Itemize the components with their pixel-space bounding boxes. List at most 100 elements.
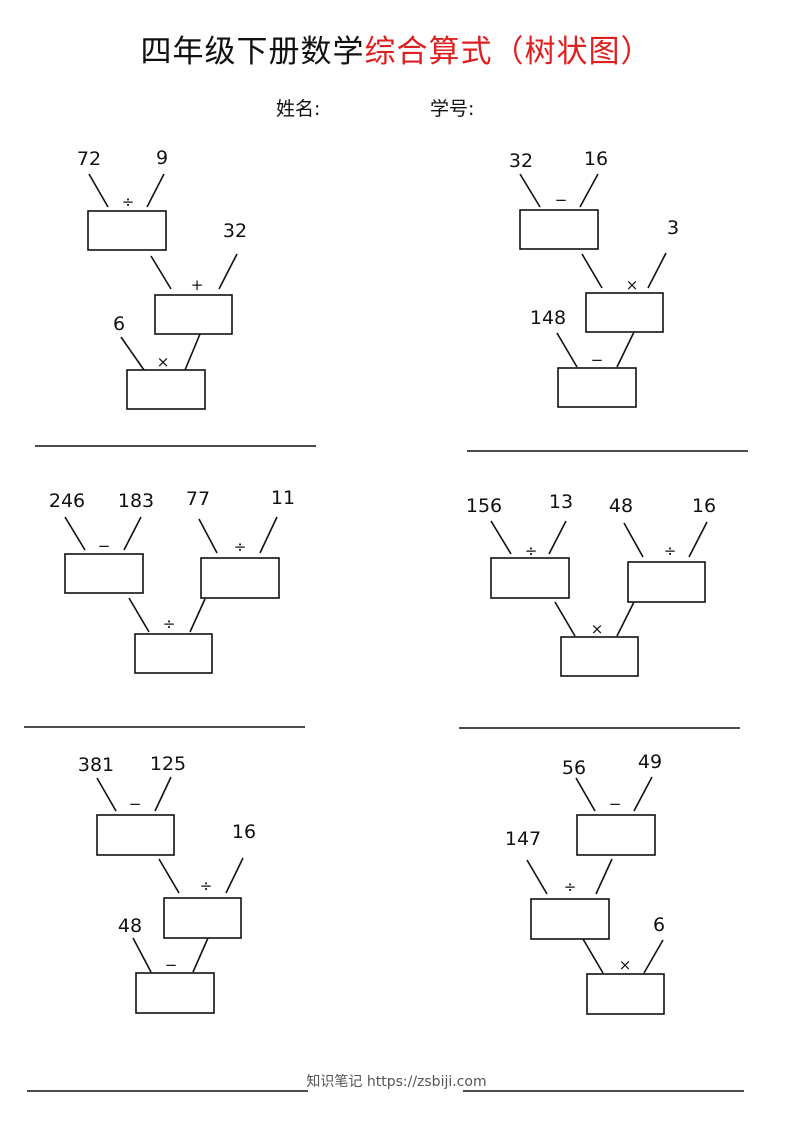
branch-line [633,776,653,812]
branch-line [146,173,165,208]
operator-3: − [165,956,178,974]
operator-1: − [609,795,622,813]
answer-box-2[interactable] [200,557,280,599]
number-1: 72 [77,148,101,170]
answer-box-3[interactable] [557,367,637,408]
number-2: 125 [150,753,186,775]
branch-line [581,253,603,289]
number-1: 156 [466,495,502,517]
operator-2: ÷ [664,542,677,560]
answer-box-3[interactable] [134,633,213,674]
answer-box-2[interactable] [163,897,242,939]
number-3: 32 [223,220,247,242]
branch-line [616,601,635,637]
number-2: 16 [584,148,608,170]
operator-2: ÷ [200,877,213,895]
number-4: 16 [692,495,716,517]
operator-3: − [591,351,604,369]
number-4: 6 [113,313,125,335]
branch-line [556,332,578,368]
number-1: 56 [562,757,586,779]
operator-2: ÷ [564,878,577,896]
number-2: 183 [118,490,154,512]
answer-box-1[interactable] [490,557,570,599]
branch-line [643,939,664,974]
branch-line [189,598,206,633]
operator-1: ÷ [525,542,538,560]
number-4: 148 [530,307,566,329]
branch-line [120,336,145,371]
branch-line [132,937,152,973]
branch-line [259,516,278,554]
operator-1: ÷ [122,193,135,211]
branch-line [575,777,596,812]
answer-box-1[interactable] [519,209,599,250]
answer-box-3[interactable] [135,972,215,1014]
number-3: 3 [667,217,679,239]
branch-line [526,859,548,895]
answer-box-3[interactable] [586,973,665,1015]
number-2: 13 [549,491,573,513]
branch-line [519,173,541,208]
answer-box-1[interactable] [64,553,144,594]
number-4: 6 [653,914,665,936]
problem-4: 156 13 ÷ 48 16 ÷ × [459,491,740,729]
page-title: 四年级下册数学综合算式（树状图） [0,26,793,71]
number-4: 11 [271,487,295,509]
branch-line [579,173,599,208]
student-id-label: 学号: [430,98,475,120]
number-2: 9 [156,147,168,169]
branch-line [647,252,667,289]
branch-line [154,776,172,812]
answer-box-2[interactable] [585,292,664,333]
branch-line [150,255,172,290]
name-label: 姓名: [276,98,321,120]
number-1: 381 [78,754,114,776]
title-highlight: 综合算式（树状图） [364,34,653,70]
branch-line [198,518,218,554]
operator-3: × [591,620,604,638]
number-4: 48 [118,915,142,937]
branch-line [616,331,635,368]
operator-3: × [619,956,632,974]
operator-1: − [555,191,568,209]
operator-2: + [191,276,204,294]
answer-box-1[interactable] [87,210,167,251]
branch-line [64,516,86,551]
number-2: 49 [638,751,662,773]
problem-2: 32 16 − 3 × 148 − [467,148,748,452]
answer-box-3[interactable] [560,636,639,677]
footer-watermark: 知识笔记 https://zsbiji.com [306,1074,487,1090]
answer-box-1[interactable] [96,814,175,856]
branch-line [623,522,644,558]
operator-3: ÷ [163,615,176,633]
number-3: 16 [232,821,256,843]
problem-5: 381 125 − 16 ÷ 48 − [27,753,308,1092]
title-main: 四年级下册数学 [140,34,365,70]
branch-line [123,516,142,551]
problem-1: 72 9 ÷ 32 + 6 × [35,147,316,447]
branch-line [554,601,576,637]
branch-line [184,333,201,371]
number-3: 147 [505,828,541,850]
branch-line [595,858,613,895]
number-1: 246 [49,490,85,512]
operator-2: × [626,276,639,294]
problem-6: 56 49 − 147 ÷ 6 × [463,751,744,1092]
number-3: 48 [609,495,633,517]
branch-line [158,858,180,894]
branch-line [490,520,512,555]
operator-2: ÷ [234,538,247,556]
number-3: 77 [186,488,210,510]
answer-box-1[interactable] [576,814,656,856]
branch-line [688,521,708,558]
branch-line [225,857,244,894]
answer-box-2[interactable] [154,294,233,335]
branch-line [128,597,150,633]
answer-box-3[interactable] [126,369,206,410]
answer-box-2[interactable] [530,898,610,940]
branch-line [88,173,109,208]
answer-box-2[interactable] [627,561,706,603]
operator-3: × [157,353,170,371]
